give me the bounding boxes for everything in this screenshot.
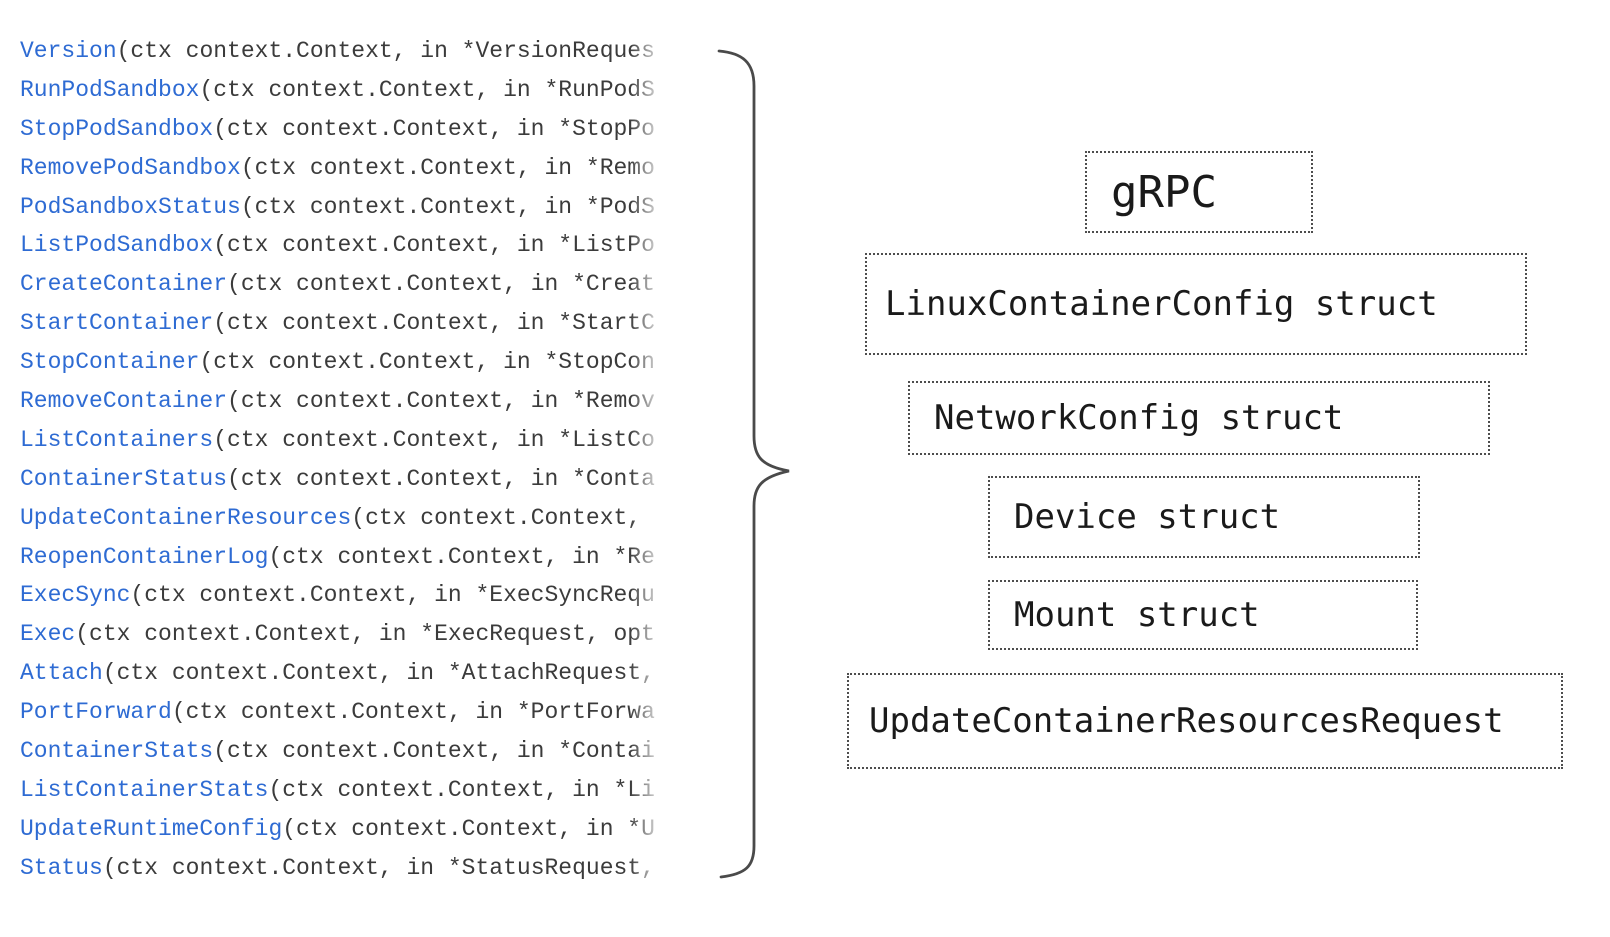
code-line: RemoveContainer(ctx context.Context, in … bbox=[20, 382, 662, 421]
code-line: ContainerStatus(ctx context.Context, in … bbox=[20, 460, 662, 499]
method-link[interactable]: Version bbox=[20, 38, 117, 64]
code-line: ListPodSandbox(ctx context.Context, in *… bbox=[20, 226, 662, 265]
signature-text: (ctx context.Context, in *ExecSyncRequ bbox=[130, 582, 655, 609]
code-line: ListContainers(ctx context.Context, in *… bbox=[20, 421, 662, 460]
code-line: ListContainerStats(ctx context.Context, … bbox=[20, 771, 662, 810]
code-line: UpdateRuntimeConfig(ctx context.Context,… bbox=[20, 810, 662, 849]
linux-container-config-box-label: LinuxContainerConfig struct bbox=[885, 284, 1438, 324]
method-link[interactable]: ListContainerStats bbox=[20, 776, 269, 803]
method-link[interactable]: Exec bbox=[20, 621, 76, 648]
network-config-box-label: NetworkConfig struct bbox=[934, 398, 1344, 438]
method-link[interactable]: ExecSync bbox=[20, 582, 131, 609]
mount-struct-box: Mount struct bbox=[988, 580, 1418, 650]
update-container-resources-request-box: UpdateContainerResourcesRequest bbox=[847, 673, 1563, 769]
method-link[interactable]: CreateContainer bbox=[20, 271, 228, 298]
signature-text: (ctx context.Context, in *StopPo bbox=[213, 115, 655, 142]
signature-text: (ctx context.Context, in *StatusRequest, bbox=[102, 854, 655, 881]
code-line: Version(ctx context.Context, in *Version… bbox=[20, 32, 662, 71]
method-link[interactable]: RunPodSandbox bbox=[20, 76, 200, 103]
signature-text: (ctx context.Context, in *AttachRequest, bbox=[102, 660, 655, 687]
signature-text: (ctx context.Context, in *U bbox=[282, 815, 655, 842]
method-link[interactable]: ReopenContainerLog bbox=[20, 543, 269, 570]
method-link[interactable]: StopContainer bbox=[20, 349, 200, 376]
code-line: ReopenContainerLog(ctx context.Context, … bbox=[20, 538, 662, 577]
signature-text: (ctx context.Context, in *ExecRequest, o… bbox=[75, 621, 655, 648]
device-struct-box: Device struct bbox=[988, 476, 1420, 558]
code-line: Status(ctx context.Context, in *StatusRe… bbox=[20, 849, 662, 888]
method-link[interactable]: RemovePodSandbox bbox=[20, 154, 241, 181]
grpc-box-label: gRPC bbox=[1111, 166, 1217, 218]
code-line: ContainerStats(ctx context.Context, in *… bbox=[20, 732, 662, 771]
code-line: StopContainer(ctx context.Context, in *S… bbox=[20, 343, 662, 382]
signature-text: (ctx context.Context, in *PortForwa bbox=[171, 699, 655, 726]
signature-text: (ctx context.Context, in *ListCo bbox=[213, 426, 655, 453]
signature-text: (ctx context.Context, in *Re bbox=[268, 543, 655, 570]
signature-text: (ctx context.Context, in *Conta bbox=[227, 465, 655, 492]
grpc-box: gRPC bbox=[1085, 151, 1313, 233]
signature-text: (ctx context.Context, in *Remov bbox=[227, 388, 655, 415]
method-link[interactable]: ContainerStats bbox=[20, 738, 214, 765]
code-line: CreateContainer(ctx context.Context, in … bbox=[20, 265, 662, 304]
signature-text: (ctx context.Context, in *RunPodS bbox=[199, 76, 655, 103]
code-line: ExecSync(ctx context.Context, in *ExecSy… bbox=[20, 576, 662, 615]
method-link[interactable]: PodSandboxStatus bbox=[20, 193, 241, 220]
method-link[interactable]: UpdateContainerResources bbox=[20, 504, 352, 531]
mount-struct-box-label: Mount struct bbox=[1014, 595, 1260, 635]
method-link[interactable]: RemoveContainer bbox=[20, 388, 228, 415]
signature-text: (ctx context.Context, in *Contai bbox=[213, 738, 655, 765]
linux-container-config-box: LinuxContainerConfig struct bbox=[865, 253, 1527, 355]
signature-text: (ctx context.Context, in *StartC bbox=[213, 310, 655, 337]
signature-text: (ctx context.Context, in *StopCon bbox=[199, 349, 655, 376]
code-listing: Version(ctx context.Context, in *Version… bbox=[20, 32, 662, 894]
code-line: StopPodSandbox(ctx context.Context, in *… bbox=[20, 110, 662, 149]
method-link[interactable]: ContainerStatus bbox=[20, 465, 228, 492]
signature-text: (ctx context.Context, in *Remo bbox=[240, 154, 655, 181]
method-link[interactable]: PortForward bbox=[20, 699, 172, 726]
method-link[interactable]: ListPodSandbox bbox=[20, 232, 214, 259]
code-line: StartContainer(ctx context.Context, in *… bbox=[20, 304, 662, 343]
code-line: PodSandboxStatus(ctx context.Context, in… bbox=[20, 188, 662, 227]
method-link[interactable]: Status bbox=[20, 854, 103, 881]
code-line: UpdateContainerResources(ctx context.Con… bbox=[20, 499, 662, 538]
code-line: Exec(ctx context.Context, in *ExecReques… bbox=[20, 615, 662, 654]
method-link[interactable]: StopPodSandbox bbox=[20, 115, 214, 142]
signature-text: (ctx context.Context, in *VersionReques bbox=[116, 38, 655, 64]
method-link[interactable]: StartContainer bbox=[20, 310, 214, 337]
signature-text: (ctx context.Context, in *Creat bbox=[227, 271, 655, 298]
method-link[interactable]: UpdateRuntimeConfig bbox=[20, 815, 283, 842]
code-line: RemovePodSandbox(ctx context.Context, in… bbox=[20, 149, 662, 188]
update-container-resources-request-box-label: UpdateContainerResourcesRequest bbox=[869, 701, 1504, 741]
signature-text: (ctx context.Context, bbox=[351, 504, 642, 531]
code-line: Attach(ctx context.Context, in *AttachRe… bbox=[20, 654, 662, 693]
network-config-box: NetworkConfig struct bbox=[908, 381, 1490, 455]
signature-text: (ctx context.Context, in *PodS bbox=[240, 193, 655, 220]
device-struct-box-label: Device struct bbox=[1014, 497, 1281, 537]
code-line: PortForward(ctx context.Context, in *Por… bbox=[20, 693, 662, 732]
signature-text: (ctx context.Context, in *Li bbox=[268, 776, 655, 803]
method-link[interactable]: Attach bbox=[20, 660, 103, 687]
code-line: RunPodSandbox(ctx context.Context, in *R… bbox=[20, 71, 662, 110]
method-link[interactable]: ListContainers bbox=[20, 426, 214, 453]
signature-text: (ctx context.Context, in *ListPo bbox=[213, 232, 655, 259]
